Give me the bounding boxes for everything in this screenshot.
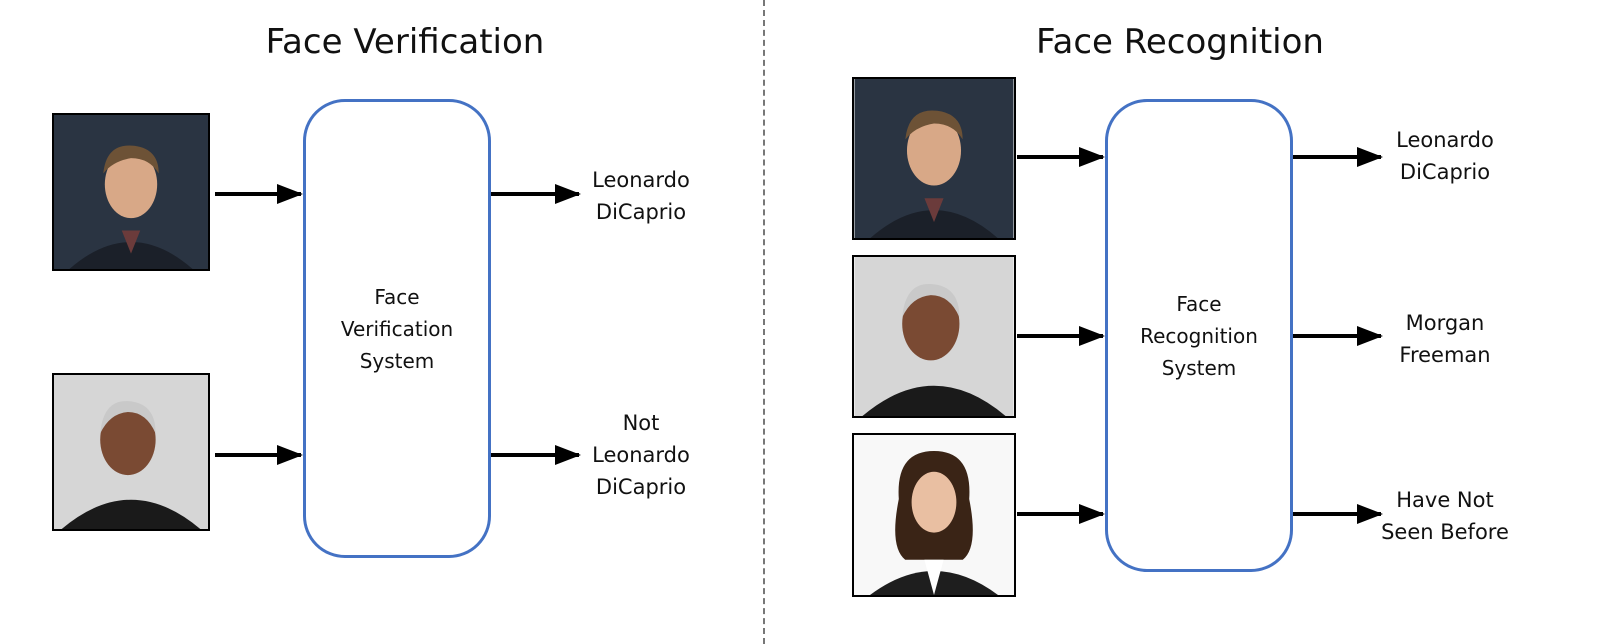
input-arrow	[1017, 326, 1105, 346]
output-arrow	[491, 184, 581, 204]
input-arrow	[215, 445, 303, 465]
output-arrow	[1293, 147, 1383, 167]
photo-unknown-woman	[852, 433, 1016, 597]
output-arrow	[1293, 504, 1383, 524]
system-label: Recognition	[1140, 323, 1258, 348]
recognition-title: Face Recognition	[1036, 22, 1324, 62]
photo-morgan	[852, 255, 1016, 418]
photo-morgan	[52, 373, 210, 531]
system-label: System	[1161, 355, 1237, 380]
input-arrow	[215, 184, 303, 204]
input-arrow	[1017, 504, 1105, 524]
section-divider	[763, 0, 765, 644]
output-arrow	[1293, 326, 1383, 346]
photo-leonardo	[52, 113, 210, 271]
system-label: Verification	[340, 316, 454, 341]
photo-leonardo	[852, 77, 1016, 240]
input-arrow	[1017, 147, 1105, 167]
system-label: Face	[374, 284, 420, 309]
output-arrow	[491, 445, 581, 465]
verification-title: Face Verification	[265, 22, 545, 62]
system-label: Face	[1176, 291, 1222, 316]
system-label: System	[359, 348, 435, 373]
